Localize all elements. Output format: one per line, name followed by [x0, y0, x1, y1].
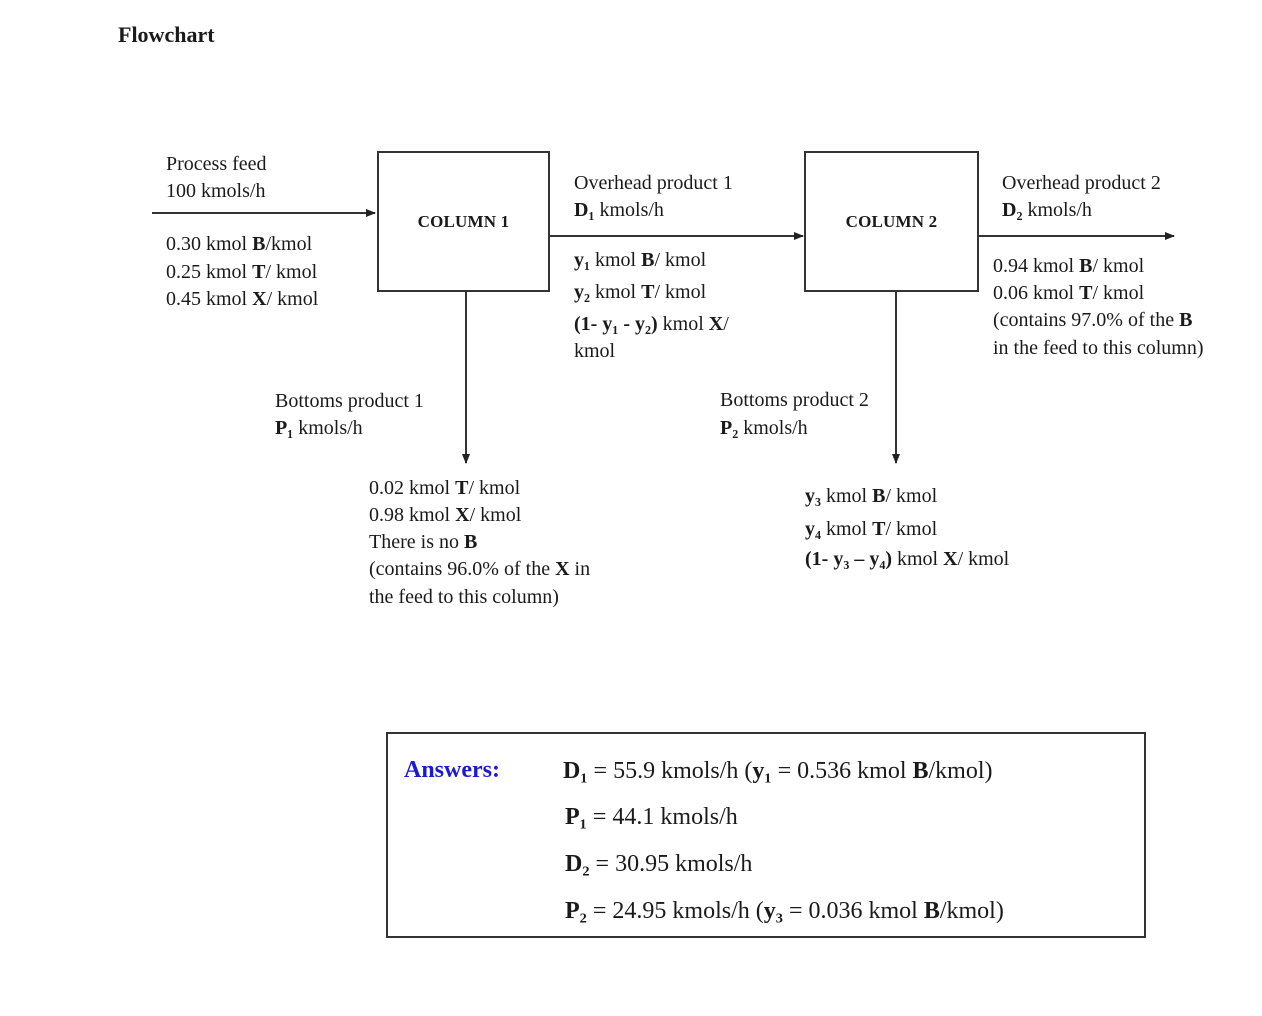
overhead1-rest: (1- y₁ - y₂) kmol X/	[574, 313, 729, 335]
bottoms2-y3: y₃ kmol B/ kmol	[805, 485, 938, 507]
feed-flow: 100 kmols/h	[166, 180, 266, 202]
answers-box	[386, 732, 1146, 938]
feed-comp-x: 0.45 kmol X/ kmol	[166, 288, 319, 310]
overhead2-label: Overhead product 2	[1002, 172, 1161, 194]
answer-d1: D₁ = 55.9 kmols/h (y₁ = 0.536 kmol B/kmo…	[563, 758, 993, 784]
answer-p1: P₁ = 44.1 kmols/h	[565, 804, 738, 830]
bottoms1-comp-x: 0.98 kmol X/ kmol	[369, 504, 522, 526]
answers-label: Answers:	[404, 757, 500, 783]
column1-label: COLUMN 1	[417, 211, 510, 231]
overhead2-comp-b: 0.94 kmol B/ kmol	[993, 255, 1145, 277]
bottoms2-label: Bottoms product 2	[720, 389, 869, 411]
overhead1-y1: y₁ kmol B/ kmol	[574, 249, 707, 271]
bottoms1-no-b: There is no B	[369, 531, 478, 553]
bottoms2-flow: P₂ kmols/h	[720, 417, 808, 439]
overhead2-comp-t: 0.06 kmol T/ kmol	[993, 282, 1145, 304]
bottoms1-comp-t: 0.02 kmol T/ kmol	[369, 477, 521, 499]
bottoms1-label: Bottoms product 1	[275, 390, 424, 412]
overhead2-note-line2: in the feed to this column)	[993, 337, 1204, 359]
overhead1-y2: y₂ kmol T/ kmol	[574, 281, 707, 303]
feed-comp-t: 0.25 kmol T/ kmol	[166, 261, 318, 283]
feed-comp-b: 0.30 kmol B/kmol	[166, 233, 313, 255]
overhead2-note: (contains 97.0% of the B	[993, 309, 1193, 331]
bottoms1-note-line2: the feed to this column)	[369, 586, 559, 608]
column2-label: COLUMN 2	[845, 211, 938, 231]
overhead2-flow: D₂ kmols/h	[1002, 199, 1092, 221]
answer-d2: D₂ = 30.95 kmols/h	[565, 851, 753, 877]
column2-box: COLUMN 2	[804, 151, 979, 292]
column1-box: COLUMN 1	[377, 151, 550, 292]
page-title: Flowchart	[118, 22, 215, 47]
answer-p2: P₂ = 24.95 kmols/h (y₃ = 0.036 kmol B/km…	[565, 898, 1004, 924]
feed-label: Process feed	[166, 153, 267, 175]
bottoms1-note: (contains 96.0% of the X in	[369, 558, 591, 580]
overhead1-rest-unit: kmol	[574, 340, 616, 362]
overhead1-flow: D₁ kmols/h	[574, 199, 664, 221]
bottoms1-flow: P₁ kmols/h	[275, 417, 363, 439]
bottoms2-y4: y₄ kmol T/ kmol	[805, 518, 938, 540]
bottoms2-rest: (1- y₃ – y₄) kmol X/ kmol	[805, 548, 1010, 570]
overhead1-label: Overhead product 1	[574, 172, 733, 194]
